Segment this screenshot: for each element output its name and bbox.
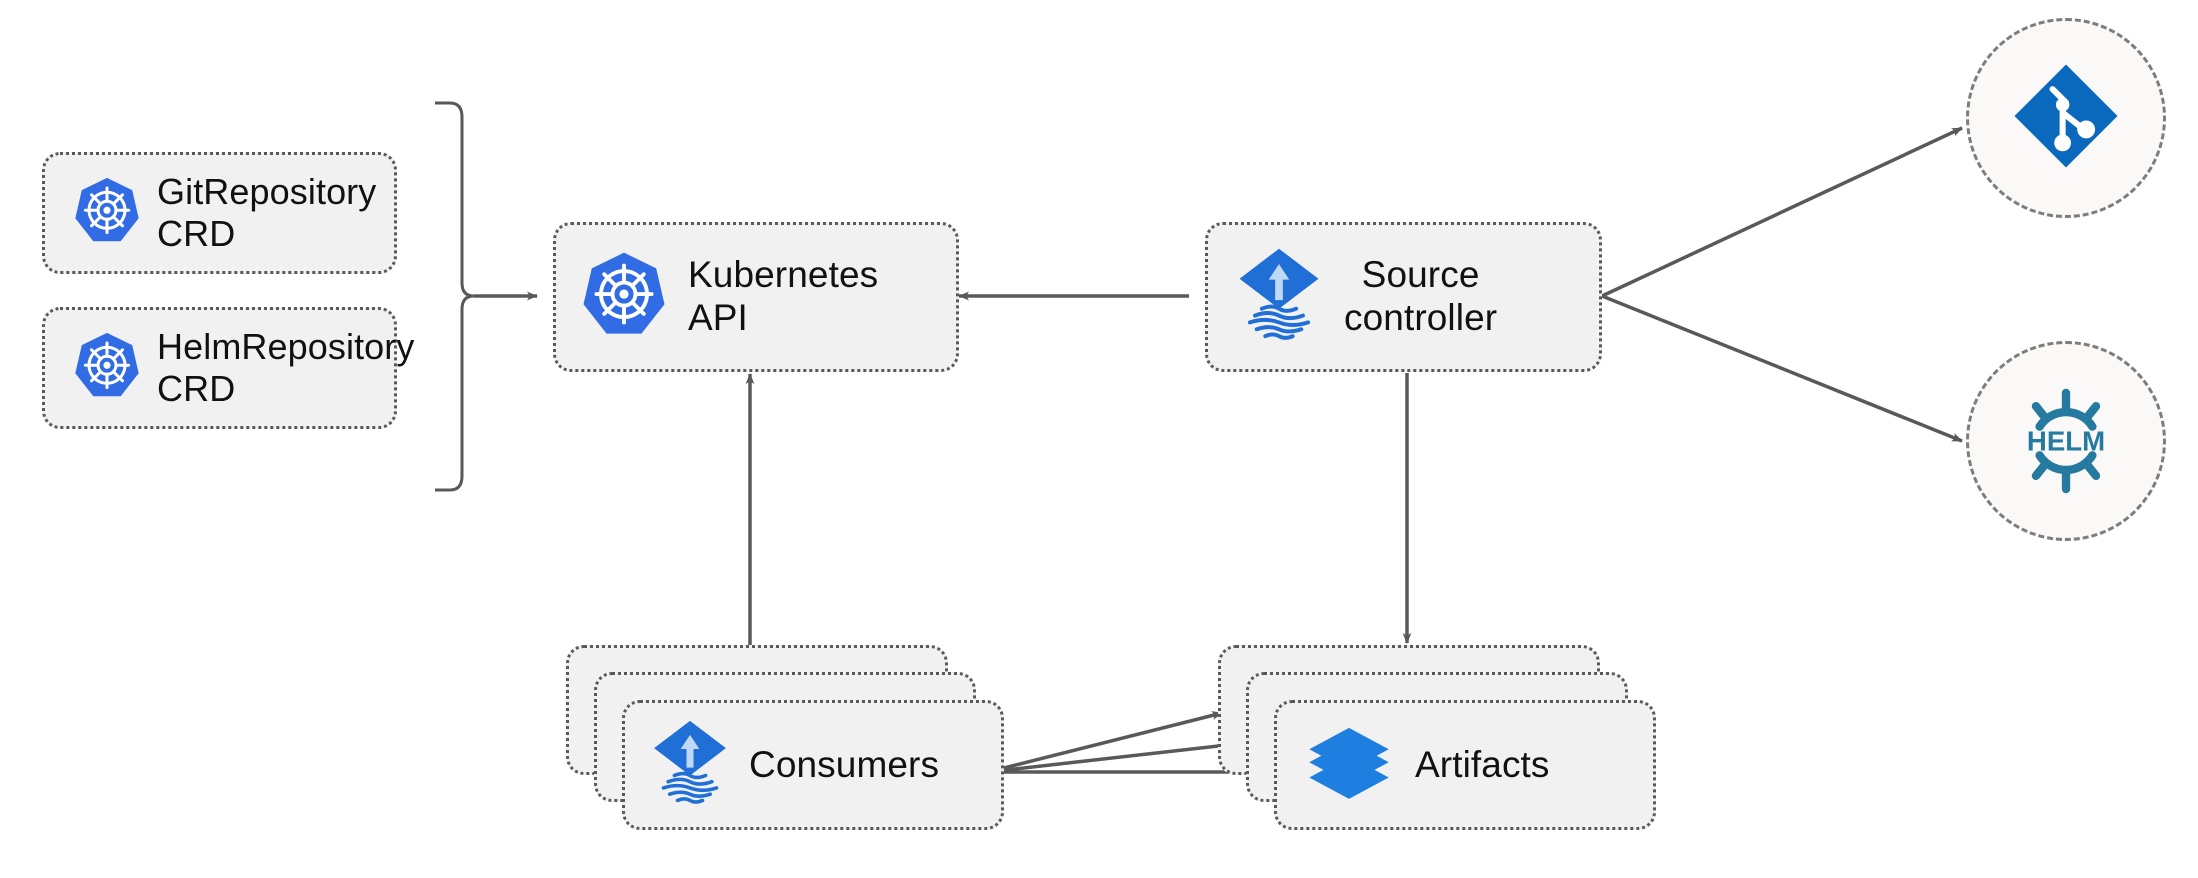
node-source-controller[interactable]: Source controller [1205,222,1602,372]
crd-bracket [435,101,475,492]
node-label: Source controller [1344,254,1498,338]
node-label: GitRepository CRD [157,171,377,254]
node-consumers[interactable]: Consumers [622,700,1004,830]
edge-source-to-helm [1601,294,1963,443]
node-git-repository-crd[interactable]: GitRepository CRD [42,152,397,274]
edge-consumers-to-artifacts-2 [987,739,1246,774]
flux-icon [1236,247,1322,348]
helm-wordmark: HELM [2027,426,2105,457]
node-label: Kubernetes API [688,254,879,338]
git-icon [2010,60,2122,177]
node-label: Artifacts [1415,743,1550,785]
node-helm-repository-crd[interactable]: HelmRepository CRD [42,307,414,429]
helm-icon: HELM [2006,381,2126,501]
node-helm-source[interactable]: HELM [1966,341,2166,541]
node-git-source[interactable] [1966,18,2166,218]
node-kubernetes-api[interactable]: Kubernetes API [553,222,959,372]
kubernetes-icon [578,249,670,346]
node-label: Consumers [749,743,940,785]
edge-source-to-git [1601,126,1963,298]
layers-icon [1307,724,1391,807]
flux-icon [651,719,729,812]
edge-consumers-to-artifacts-1 [987,711,1223,774]
kubernetes-icon [71,330,143,407]
node-label: HelmRepository CRD [157,326,415,409]
kubernetes-icon [71,175,143,252]
node-artifacts[interactable]: Artifacts [1274,700,1656,830]
